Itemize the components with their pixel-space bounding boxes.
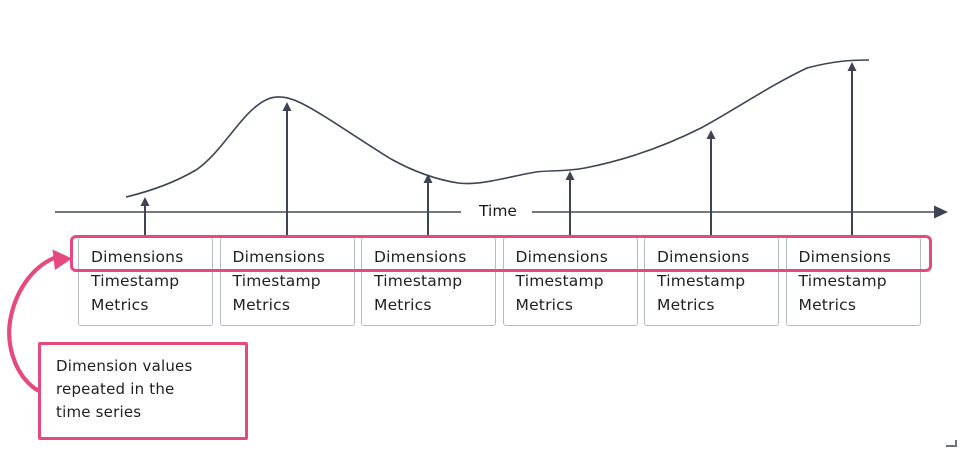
record-field-dimensions: Dimensions — [515, 248, 608, 266]
record-field-timestamp: Timestamp — [232, 272, 321, 290]
callout-arrow — [7, 249, 72, 395]
callout-line: repeated in the — [56, 380, 175, 398]
record-field-metrics: Metrics — [374, 296, 432, 314]
record-field-metrics: Metrics — [657, 296, 715, 314]
up-arrow-icon — [565, 171, 575, 180]
axis-label: Time — [479, 202, 517, 220]
record-field-metrics: Metrics — [232, 296, 291, 314]
up-arrow-icon — [423, 174, 433, 183]
up-arrow-icon — [140, 197, 150, 206]
record-field-dimensions: Dimensions — [232, 248, 325, 266]
record-box-3: Dimensions Timestamp Metrics — [361, 237, 496, 326]
record-field-metrics: Metrics — [515, 296, 574, 314]
time-axis — [55, 205, 948, 219]
record-field-dimensions: Dimensions — [657, 248, 750, 266]
callout-arrow-curve — [7, 255, 57, 395]
record-field-timestamp: Timestamp — [374, 272, 463, 290]
callout-line: Dimension values — [56, 357, 193, 375]
record-field-timestamp: Timestamp — [515, 272, 604, 290]
axis-arrowhead-icon — [934, 205, 948, 219]
record-field-timestamp: Timestamp — [657, 272, 746, 290]
dimensions-highlight-band — [70, 235, 932, 272]
up-arrow-icon — [282, 102, 292, 111]
record-box-1: Dimensions Timestamp Metrics — [78, 237, 213, 326]
sample-arrows — [140, 62, 857, 236]
callout-box: Dimension values repeated in the time se… — [38, 342, 248, 440]
record-box-6: Dimensions Timestamp Metrics — [785, 237, 921, 326]
up-arrow-icon — [847, 62, 857, 71]
record-field-metrics: Metrics — [798, 296, 857, 314]
record-field-dimensions: Dimensions — [798, 248, 891, 266]
record-field-timestamp: Timestamp — [798, 272, 887, 290]
record-box-4: Dimensions Timestamp Metrics — [502, 237, 638, 326]
time-series-curve — [125, 59, 870, 198]
up-arrow-icon — [706, 130, 716, 139]
record-field-timestamp: Timestamp — [91, 272, 180, 290]
corner-artifact — [946, 440, 957, 447]
record-field-dimensions: Dimensions — [374, 248, 467, 266]
record-field-dimensions: Dimensions — [91, 248, 184, 266]
callout-arrowhead-icon — [52, 249, 72, 270]
record-field-metrics: Metrics — [91, 296, 149, 314]
callout-line: time series — [56, 403, 142, 421]
record-box-5: Dimensions Timestamp Metrics — [644, 237, 779, 326]
